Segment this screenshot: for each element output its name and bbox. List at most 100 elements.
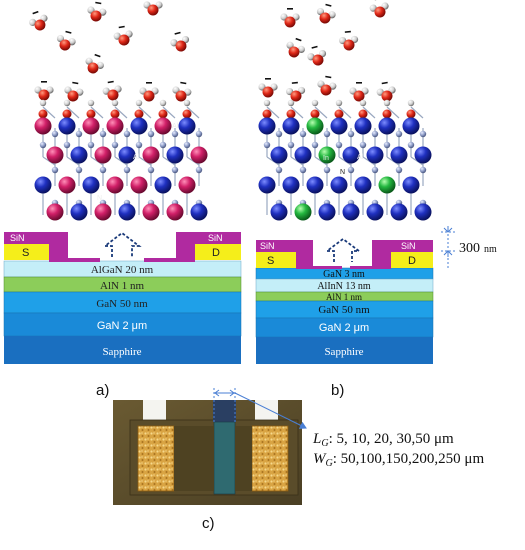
nitrogen-atom: [395, 130, 403, 138]
water-molecule: [87, 1, 107, 22]
nitrogen-atom: [51, 130, 59, 138]
oxygen-atom: [319, 12, 331, 24]
panel-b-sin-left: [256, 240, 342, 269]
aluminum-atom: [342, 146, 360, 164]
gallium-atom: [34, 117, 52, 135]
aluminum-atom: [130, 117, 148, 135]
aluminum-atom: [282, 176, 300, 194]
panel-c-caption: c): [202, 515, 215, 532]
oxygen-atom: [290, 90, 302, 102]
hydrogen-atom: [297, 45, 305, 53]
oxygen-atom: [320, 84, 332, 96]
panel-a-layer-label-1: AlGaN 20 nm: [91, 264, 154, 276]
thickness-arrow-top: [443, 226, 453, 233]
surface-oxygen: [134, 109, 144, 119]
lg-subscript: G: [321, 438, 328, 449]
charge-minus-mark: [325, 75, 332, 79]
nitrogen-atom: [147, 130, 155, 138]
surface-oxygen: [62, 109, 72, 119]
indium-atom: [306, 117, 324, 135]
micrograph-bright-pad-left: [143, 400, 166, 422]
lg-annotation: [213, 388, 307, 429]
oxygen-atom: [118, 34, 130, 46]
aluminum-atom: [342, 203, 360, 221]
water-molecules-layer: [29, 0, 396, 102]
nitrogen-atom: [39, 141, 47, 149]
water-molecule: [170, 31, 190, 52]
aluminum-atom: [390, 146, 408, 164]
surface-hydrogen: [87, 99, 95, 107]
nitrogen-atom: [147, 166, 155, 174]
nitrogen-atom: [347, 130, 355, 138]
nitrogen-atom: [263, 141, 271, 149]
aluminum-atom: [354, 117, 372, 135]
lattice-bond: [362, 106, 376, 119]
panel-a-device: SiN SiN S D AlGaN 20 nm AlN 1 nm GaN 50 …: [3, 231, 242, 364]
oxygen-atom: [59, 39, 71, 51]
aluminum-atom: [366, 146, 384, 164]
water-molecule: [29, 10, 48, 31]
panel-a-sin-right: [144, 232, 241, 262]
aluminum-atom: [366, 203, 384, 221]
lattice-bond: [338, 106, 352, 119]
lg-bracket: [214, 389, 235, 397]
nitrogen-atom: [99, 130, 107, 138]
nitrogen-atom: [171, 166, 179, 174]
nitrogen-atom: [87, 141, 95, 149]
nitrogen-atom: [275, 166, 283, 174]
surface-oxygen: [382, 109, 392, 119]
aluminum-atom: [118, 146, 136, 164]
aluminum-atom: [330, 176, 348, 194]
lattice-atom-label: Al: [172, 123, 179, 130]
lattice-atom-label: N: [340, 169, 345, 176]
micrograph-bright-pad-right: [255, 400, 278, 422]
nitrogen-atom: [183, 141, 191, 149]
indium-atom: [378, 176, 396, 194]
nitrogen-atom: [311, 141, 319, 149]
panel-c-spec: LG: 5, 10, 20, 30,50 μm WG: 50,100,150,2…: [312, 431, 484, 469]
nitrogen-atom: [123, 166, 131, 174]
nitrogen-atom: [159, 141, 167, 149]
aluminum-atom: [378, 117, 396, 135]
water-molecule: [285, 81, 306, 102]
nitrogen-atom: [299, 166, 307, 174]
surface-oxygen: [358, 109, 368, 119]
charge-minus-mark: [381, 81, 388, 85]
panel-a-sin-left: [4, 232, 100, 262]
water-molecule: [85, 53, 104, 74]
lattice-bond: [314, 106, 328, 119]
water-molecule: [280, 8, 300, 28]
water-molecule: [258, 78, 278, 98]
wg-subscript: G: [326, 458, 333, 469]
aluminum-atom: [154, 176, 172, 194]
wg-spec-line: WG: 50,100,150,200,250 μm: [313, 451, 484, 469]
water-molecule: [369, 0, 389, 18]
surface-hydrogen: [135, 99, 143, 107]
aluminum-atom: [306, 176, 324, 194]
lg-symbol: L: [312, 431, 321, 447]
water-molecule: [338, 30, 359, 51]
lattice-atom-label: In: [323, 155, 329, 162]
oxygen-atom: [374, 6, 386, 18]
surface-hydrogen: [159, 99, 167, 107]
water-molecule: [317, 75, 337, 96]
nitrogen-atom: [135, 141, 143, 149]
surface-oxygen: [310, 109, 320, 119]
aluminum-atom: [270, 203, 288, 221]
water-molecule: [172, 81, 192, 102]
hydrogen-atom: [29, 18, 37, 26]
charge-minus-mark: [311, 45, 318, 49]
charge-minus-mark: [72, 81, 79, 85]
panel-b-drain-label: D: [408, 255, 416, 267]
surface-hydrogen: [359, 99, 367, 107]
nitrogen-atom: [287, 141, 295, 149]
surface-hydrogen: [287, 99, 295, 107]
nitrogen-atom: [75, 130, 83, 138]
charge-minus-mark: [118, 25, 125, 29]
lg-pointer-line: [234, 392, 307, 429]
aluminum-atom: [166, 146, 184, 164]
surface-hydrogen: [263, 99, 271, 107]
lattice-bond: [386, 106, 400, 119]
charge-minus-mark: [174, 31, 181, 35]
charge-minus-mark: [356, 82, 362, 84]
